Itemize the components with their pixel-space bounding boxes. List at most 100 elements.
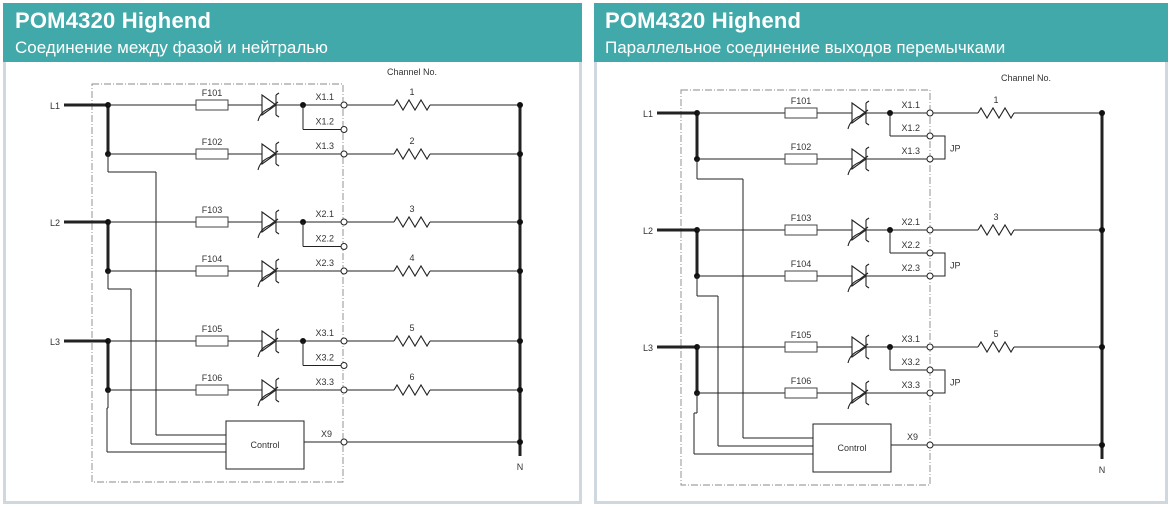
terminal-icon xyxy=(340,243,348,250)
terminal-icon xyxy=(926,441,934,449)
channel-number: 2 xyxy=(409,136,414,146)
terminal-icon xyxy=(340,438,348,446)
varistor-icon xyxy=(847,263,870,293)
junction-dot xyxy=(1099,110,1105,116)
varistor-icon xyxy=(847,100,870,130)
terminal-icon xyxy=(926,389,934,397)
resistor-icon xyxy=(393,215,431,229)
terminal-label: X2.2 xyxy=(901,240,920,250)
control-terminal-label: X9 xyxy=(321,429,332,439)
terminal-label: X1.3 xyxy=(901,146,920,156)
fuse-icon xyxy=(195,99,229,111)
resistor-icon xyxy=(977,223,1015,237)
jumper-label: JP xyxy=(950,261,961,271)
jumper-wire xyxy=(933,252,946,277)
neutral-label: N xyxy=(517,462,524,472)
fuse-icon xyxy=(784,153,818,165)
terminal-label: X1.2 xyxy=(901,123,920,133)
varistor-icon xyxy=(257,328,280,358)
channel-number: 1 xyxy=(993,95,998,105)
jumper-wire xyxy=(933,135,946,160)
junction-dot xyxy=(1099,344,1105,350)
terminal-label: X3.3 xyxy=(315,377,334,387)
junction-dot xyxy=(1099,442,1105,448)
channel-number: 3 xyxy=(993,212,998,222)
resistor-icon xyxy=(977,106,1015,120)
varistor-icon xyxy=(847,380,870,410)
terminal-icon xyxy=(340,126,348,133)
terminal-label: X2.1 xyxy=(315,209,334,219)
terminal-icon xyxy=(926,249,934,257)
panel-title: POM4320 Highend xyxy=(15,8,212,33)
varistor-icon xyxy=(847,146,870,176)
terminal-icon xyxy=(926,226,934,234)
terminal-icon xyxy=(926,132,934,140)
terminal-icon xyxy=(926,343,934,351)
terminal-label: X1.2 xyxy=(315,117,334,127)
junction-dot xyxy=(517,151,523,157)
channel-number: 5 xyxy=(409,323,414,333)
control-label: Control xyxy=(837,443,866,453)
panel-phase-neutral: POM4320 Highend Соединение между фазой и… xyxy=(3,3,582,504)
phase-label: L2 xyxy=(50,218,60,228)
channel-number: 3 xyxy=(409,204,414,214)
panel-title: POM4320 Highend xyxy=(605,8,802,33)
terminal-label: X2.3 xyxy=(901,263,920,273)
fuse-icon xyxy=(784,270,818,282)
fuse-label: F104 xyxy=(202,254,223,264)
fuse-icon xyxy=(784,107,818,119)
terminal-icon xyxy=(926,272,934,280)
terminal-icon xyxy=(340,362,348,369)
channel-header: Channel No. xyxy=(1001,73,1051,83)
phase-label: L3 xyxy=(643,343,653,353)
channel-number: 1 xyxy=(409,87,414,97)
resistor-icon xyxy=(393,98,431,112)
varistor-icon xyxy=(847,217,870,247)
panel-parallel-jumpers: POM4320 Highend Параллельное соединение … xyxy=(594,3,1168,504)
terminal-label: X3.1 xyxy=(901,334,920,344)
fuse-label: F101 xyxy=(202,88,223,98)
terminal-icon xyxy=(926,155,934,163)
jumper-wire xyxy=(933,369,946,394)
jumper-label: JP xyxy=(950,378,961,388)
fuse-label: F104 xyxy=(791,259,812,269)
fuse-label: F105 xyxy=(202,324,223,334)
junction-dot xyxy=(517,338,523,344)
resistor-icon xyxy=(393,264,431,278)
junction-dot xyxy=(517,219,523,225)
varistor-icon xyxy=(257,141,280,171)
varistor-icon xyxy=(257,258,280,288)
terminal-icon xyxy=(340,337,348,345)
channel-number: 4 xyxy=(409,253,414,263)
junction-dot xyxy=(517,387,523,393)
control-block xyxy=(225,420,305,470)
control-label: Control xyxy=(250,440,279,450)
resistor-icon xyxy=(393,383,431,397)
fuse-icon xyxy=(195,216,229,228)
resistor-icon xyxy=(977,340,1015,354)
terminal-label: X2.3 xyxy=(315,258,334,268)
jumper-label: JP xyxy=(950,144,961,154)
panel-subtitle: Параллельное соединение выходов перемычк… xyxy=(605,38,1006,57)
channel-number: 6 xyxy=(409,372,414,382)
terminal-icon xyxy=(340,150,348,158)
terminal-icon xyxy=(340,218,348,226)
terminal-icon xyxy=(340,386,348,394)
fuse-icon xyxy=(784,341,818,353)
fuse-label: F102 xyxy=(202,137,223,147)
terminal-label: X2.2 xyxy=(315,234,334,244)
fuse-label: F102 xyxy=(791,142,812,152)
varistor-icon xyxy=(847,334,870,364)
varistor-icon xyxy=(257,377,280,407)
terminal-label: X3.3 xyxy=(901,380,920,390)
phase-label: L3 xyxy=(50,337,60,347)
module-enclosure xyxy=(91,83,344,483)
phase-label: L1 xyxy=(643,109,653,119)
terminal-icon xyxy=(926,109,934,117)
terminal-label: X2.1 xyxy=(901,217,920,227)
fuse-icon xyxy=(784,224,818,236)
terminal-label: X1.1 xyxy=(901,100,920,110)
terminal-icon xyxy=(340,267,348,275)
control-terminal-label: X9 xyxy=(907,432,918,442)
